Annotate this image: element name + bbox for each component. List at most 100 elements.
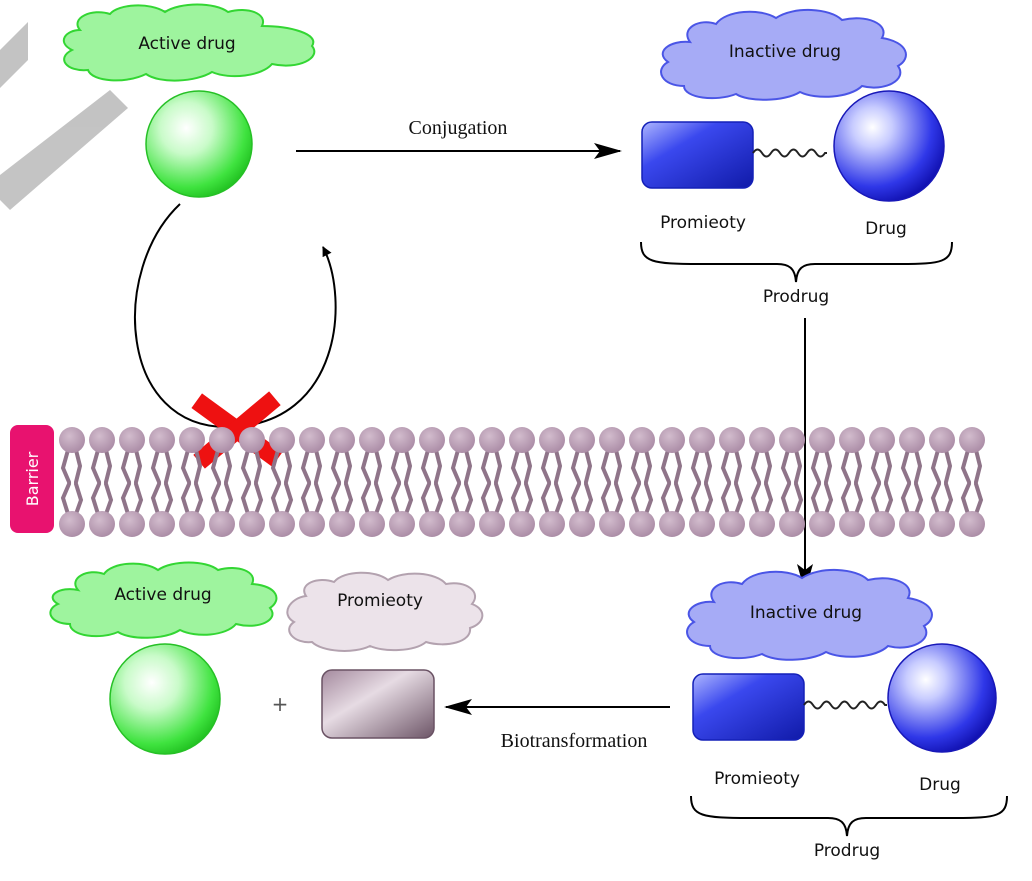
lipid-tail <box>120 482 131 516</box>
lipid-tail <box>450 482 461 516</box>
lipid-tail <box>254 448 263 484</box>
lipid-tail <box>120 448 131 484</box>
lipid-tail <box>884 448 893 484</box>
lipid-head <box>449 427 475 453</box>
lipid-tail <box>344 482 354 516</box>
lipid-tail <box>554 482 564 516</box>
lipid-tail <box>434 482 444 516</box>
lipid-tail <box>374 482 384 516</box>
lipid-tail <box>180 482 191 516</box>
lipid-tail <box>960 482 971 516</box>
lipid-tail <box>540 482 551 516</box>
lipid-head <box>509 427 535 453</box>
lipid-head <box>209 427 235 453</box>
lipid-head <box>389 427 415 453</box>
lipid-tail <box>420 482 431 516</box>
lipid-tail <box>524 448 533 484</box>
lipid-tail <box>194 482 204 516</box>
active-drug-label-bottom: Active drug <box>114 585 211 605</box>
linker-top <box>752 148 827 158</box>
lipid-head <box>419 427 445 453</box>
lipid-tail <box>614 448 623 484</box>
lipid-head <box>899 427 925 453</box>
lipid-tail <box>930 448 941 484</box>
lipid-tail <box>794 482 804 516</box>
lipid-tail <box>840 448 851 484</box>
lipid-tail <box>164 482 174 516</box>
lipid-tail <box>104 482 114 516</box>
lipid-head <box>599 511 625 537</box>
lipid-tail <box>630 482 641 516</box>
lipid-tail <box>660 448 671 484</box>
lipid-head <box>539 427 565 453</box>
inactive-drug-label-bottom: Inactive drug <box>750 603 862 623</box>
lipid-tail <box>74 448 83 484</box>
promieoty-cloud-label: Promieoty <box>337 591 423 611</box>
promoiety-block-top <box>641 121 754 189</box>
lipid-head <box>899 511 925 537</box>
lipid-head <box>119 427 145 453</box>
lipid-tail <box>644 482 654 516</box>
lipid-tail <box>150 482 161 516</box>
lipid-tail <box>584 482 594 516</box>
lipid-tail <box>90 482 101 516</box>
lipid-tail <box>104 448 113 484</box>
lipid-tail <box>60 448 71 484</box>
lipid-head <box>389 511 415 537</box>
lipid-bilayer-membrane <box>59 427 985 537</box>
lipid-tail <box>74 482 84 516</box>
lipid-tail <box>524 482 534 516</box>
lipid-head <box>299 511 325 537</box>
lipid-tail <box>270 448 281 484</box>
lipid-tail <box>330 482 341 516</box>
lipid-tail <box>750 482 761 516</box>
lipid-head <box>959 511 985 537</box>
lipid-head <box>569 427 595 453</box>
lipid-tail <box>570 448 581 484</box>
lipid-tail <box>884 482 894 516</box>
lipid-tail <box>764 448 773 484</box>
lipid-head <box>509 511 535 537</box>
lipid-head <box>809 427 835 453</box>
lipid-tail <box>584 448 593 484</box>
lipid-tail <box>600 448 611 484</box>
lipid-tail <box>374 448 383 484</box>
lipid-tail <box>390 482 401 516</box>
lipid-tail <box>450 448 461 484</box>
lipid-tail <box>270 482 281 516</box>
lipid-tail <box>314 482 324 516</box>
active-drug-sphere-bottom <box>109 643 221 755</box>
lipid-head <box>629 511 655 537</box>
lipid-head <box>689 511 715 537</box>
lipid-tail <box>150 448 161 484</box>
lipid-tail <box>734 448 743 484</box>
lipid-tail <box>224 448 233 484</box>
lipid-head <box>779 511 805 537</box>
lipid-head <box>359 511 385 537</box>
lipid-tail <box>870 448 881 484</box>
lipid-tail <box>300 448 311 484</box>
lipid-tail <box>720 448 731 484</box>
lipid-tail <box>494 448 503 484</box>
lipid-tail <box>390 448 401 484</box>
lipid-tail <box>60 482 71 516</box>
prodrug-label-top: Prodrug <box>763 287 829 307</box>
active-drug-label-top: Active drug <box>138 34 235 54</box>
lipid-head <box>89 427 115 453</box>
promieoty-label-bottom: Promieoty <box>714 769 800 789</box>
lipid-tail <box>854 482 864 516</box>
drug-sphere-bottom <box>887 643 997 753</box>
lipid-tail <box>614 482 624 516</box>
linker-bottom <box>803 700 887 710</box>
lipid-head <box>239 427 265 453</box>
lipid-tail <box>600 482 611 516</box>
lipid-tail <box>344 448 353 484</box>
lipid-tail <box>960 448 971 484</box>
lipid-tail <box>434 448 443 484</box>
lipid-tail <box>284 482 294 516</box>
lipid-tail <box>360 448 371 484</box>
lipid-head <box>959 427 985 453</box>
lipid-tail <box>810 448 821 484</box>
active-drug-sphere-top <box>145 90 253 198</box>
drug-label-bottom: Drug <box>919 775 961 795</box>
